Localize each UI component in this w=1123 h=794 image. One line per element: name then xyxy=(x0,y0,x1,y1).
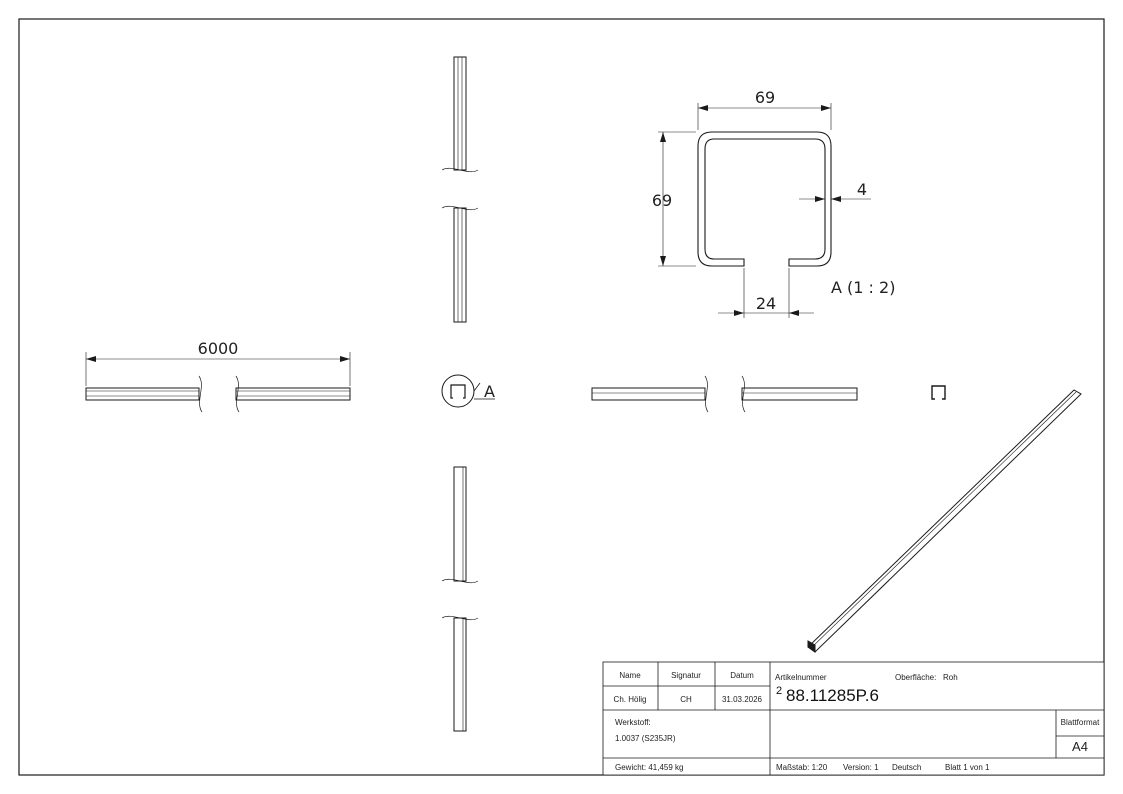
material-value: 1.0037 (S235JR) xyxy=(615,734,676,743)
weight: Gewicht: 41,459 kg xyxy=(615,763,683,772)
header-date: Datum xyxy=(730,671,754,680)
author-date: 31.03.2026 xyxy=(722,695,763,704)
isometric-view xyxy=(807,389,1082,653)
detail-a-profile xyxy=(697,131,832,267)
end-view xyxy=(931,385,946,400)
article-number-label: Artikelnummer xyxy=(775,673,827,682)
profile-width-dimension: 69 xyxy=(755,88,775,107)
profile-height-dimension: 69 xyxy=(652,191,672,210)
header-name: Name xyxy=(619,671,641,680)
surface-label: Oberfläche: xyxy=(895,673,936,682)
sheet-format-value: A4 xyxy=(1072,739,1088,754)
detail-a-dimensions xyxy=(658,103,871,318)
front-view xyxy=(85,352,351,413)
author-name: Ch. Hölig xyxy=(614,695,647,704)
rear-view xyxy=(591,375,858,413)
sheet-format-label: Blattformat xyxy=(1061,718,1100,727)
wall-thickness-dimension: 4 xyxy=(857,180,867,199)
detail-marker: A xyxy=(484,382,495,401)
article-prefix: 2 xyxy=(776,685,782,697)
author-signature: CH xyxy=(680,695,692,704)
side-view xyxy=(441,374,495,408)
bottom-view xyxy=(441,466,479,732)
title-block xyxy=(602,661,1105,776)
slot-width-dimension: 24 xyxy=(756,294,776,313)
language: Deutsch xyxy=(892,763,921,772)
surface-value: Roh xyxy=(943,673,958,682)
scale: Maßstab: 1:20 xyxy=(776,763,828,772)
header-signature: Signatur xyxy=(671,671,701,680)
sheet-border xyxy=(18,18,1105,776)
article-number: 88.11285P.6 xyxy=(786,686,879,705)
detail-label: A (1 : 2) xyxy=(831,278,895,297)
sheet-count: Blatt 1 von 1 xyxy=(945,763,990,772)
top-view xyxy=(441,56,479,323)
version: Version: 1 xyxy=(843,763,879,772)
length-dimension: 6000 xyxy=(198,339,239,358)
material-label: Werkstoff: xyxy=(615,718,651,727)
